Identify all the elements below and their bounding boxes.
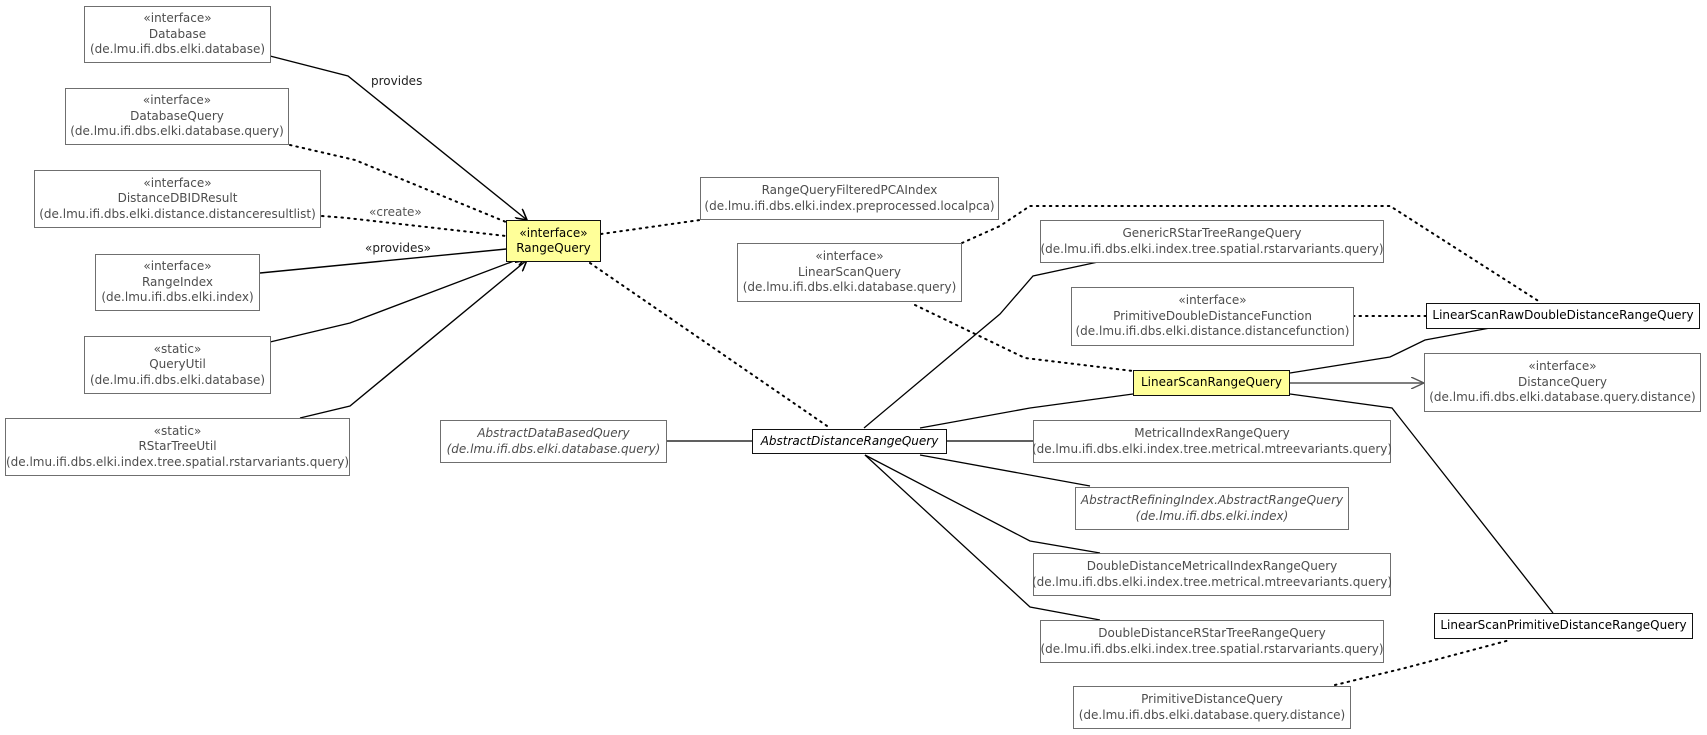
stereotype-label: «interface» xyxy=(1178,293,1247,308)
class-name: PrimitiveDoubleDistanceFunction xyxy=(1113,308,1312,323)
package-name: (de.lmu.ifi.dbs.elki.index.tree.metrical… xyxy=(1031,574,1393,589)
node-distance-query[interactable]: «interface» DistanceQuery (de.lmu.ifi.db… xyxy=(1424,353,1701,412)
class-name: AbstractDataBasedQuery xyxy=(477,426,630,440)
edge-abstractdistance-doublerstar xyxy=(864,454,1101,621)
package-name: (de.lmu.ifi.dbs.elki.index) xyxy=(1135,508,1289,523)
class-name: GenericRStarTreeRangeQuery xyxy=(1122,226,1302,240)
node-abstract-data-based-query[interactable]: AbstractDataBasedQuery (de.lmu.ifi.dbs.e… xyxy=(440,420,667,463)
class-name: AbstractRefiningIndex.AbstractRangeQuery xyxy=(1080,493,1344,507)
class-name: AbstractDistanceRangeQuery xyxy=(760,433,939,448)
package-name: (de.lmu.ifi.dbs.elki.index.tree.spatial.… xyxy=(1040,241,1384,256)
stereotype-label: «interface» xyxy=(815,249,884,264)
edge-queryutil-rangequery xyxy=(269,256,527,343)
stereotype-label: «static» xyxy=(153,423,202,438)
stereotype-label: «interface» xyxy=(143,11,212,26)
edge-abstractdistance-linearscanrange xyxy=(919,393,1134,429)
node-rstar-tree-util[interactable]: «static» RStarTreeUtil (de.lmu.ifi.dbs.e… xyxy=(5,418,350,476)
node-range-query-filtered-pca-index[interactable]: RangeQueryFilteredPCAIndex (de.lmu.ifi.d… xyxy=(700,177,999,220)
edge-rstartreeutil-rangequery xyxy=(299,260,527,419)
edge-linearscanquery-rawdouble xyxy=(961,205,1541,303)
class-name: RStarTreeUtil xyxy=(138,439,217,454)
edge-rangequery-abstractdistance xyxy=(589,262,831,429)
stereotype-label: «interface» xyxy=(143,175,212,190)
node-query-util[interactable]: «static» QueryUtil (de.lmu.ifi.dbs.elki.… xyxy=(84,336,271,394)
edge-linearscanrange-rawdouble xyxy=(1289,327,1491,374)
node-distance-dbid-result[interactable]: «interface» DistanceDBIDResult (de.lmu.i… xyxy=(34,170,321,228)
edge-primitive-primitivedistancequery xyxy=(1334,639,1511,686)
class-name: LinearScanQuery xyxy=(798,264,901,279)
edge-distancedbidresult-rangequery xyxy=(321,215,507,237)
stereotype-label: «interface» xyxy=(143,259,212,274)
package-name: (de.lmu.ifi.dbs.elki.index) xyxy=(101,290,254,305)
node-linear-scan-query[interactable]: «interface» LinearScanQuery (de.lmu.ifi.… xyxy=(737,243,962,302)
class-name: DoubleDistanceRStarTreeRangeQuery xyxy=(1098,626,1326,640)
package-name: (de.lmu.ifi.dbs.elki.index.tree.metrical… xyxy=(1031,441,1393,456)
edge-abstractdistance-refining xyxy=(919,454,1091,487)
class-name: DatabaseQuery xyxy=(130,108,224,123)
class-name: QueryUtil xyxy=(149,357,206,372)
class-name: RangeQuery xyxy=(516,241,591,255)
class-name: PrimitiveDistanceQuery xyxy=(1141,692,1283,706)
edge-label-provides: provides xyxy=(371,74,423,88)
stereotype-label: «static» xyxy=(153,341,202,356)
node-double-distance-metrical-index-range-query[interactable]: DoubleDistanceMetricalIndexRangeQuery (d… xyxy=(1031,553,1393,596)
package-name: (de.lmu.ifi.dbs.elki.database) xyxy=(89,42,266,57)
edge-linearscanrange-primitive xyxy=(1289,393,1554,614)
node-abstract-distance-range-query[interactable]: AbstractDistanceRangeQuery xyxy=(752,429,947,454)
stereotype-label: «interface» xyxy=(1528,359,1597,374)
class-name: DoubleDistanceMetricalIndexRangeQuery xyxy=(1086,559,1338,573)
node-range-query[interactable]: «interface» RangeQuery xyxy=(506,220,601,262)
node-double-distance-rstar-tree-range-query[interactable]: DoubleDistanceRStarTreeRangeQuery (de.lm… xyxy=(1040,620,1384,663)
edge-abstractdistance-doublemetrical xyxy=(864,454,1101,554)
package-name: (de.lmu.ifi.dbs.elki.database.query.dist… xyxy=(1078,707,1346,722)
class-name: LinearScanRawDoubleDistanceRangeQuery xyxy=(1432,308,1694,323)
stereotype-label: «interface» xyxy=(519,225,588,240)
class-name: RangeQueryFilteredPCAIndex xyxy=(761,183,938,197)
package-name: (de.lmu.ifi.dbs.elki.index.tree.spatial.… xyxy=(5,454,350,469)
node-linear-scan-raw-double-distance-range-query[interactable]: LinearScanRawDoubleDistanceRangeQuery xyxy=(1426,303,1700,329)
package-name: (de.lmu.ifi.dbs.elki.database.query) xyxy=(446,441,661,456)
package-name: (de.lmu.ifi.dbs.elki.index.preprocessed.… xyxy=(704,198,995,213)
edge-databasequery-rangequery xyxy=(289,144,507,223)
package-name: (de.lmu.ifi.dbs.elki.database.query) xyxy=(742,280,957,295)
node-database[interactable]: «interface» Database (de.lmu.ifi.dbs.elk… xyxy=(84,6,271,63)
node-range-index[interactable]: «interface» RangeIndex (de.lmu.ifi.dbs.e… xyxy=(95,254,260,311)
edge-rangequery-pcaindex xyxy=(600,219,701,235)
package-name: (de.lmu.ifi.dbs.elki.database.query.dist… xyxy=(1429,390,1696,405)
package-name: (de.lmu.ifi.dbs.elki.index.tree.spatial.… xyxy=(1040,641,1384,656)
package-name: (de.lmu.ifi.dbs.elki.database.query) xyxy=(70,124,284,139)
node-database-query[interactable]: «interface» DatabaseQuery (de.lmu.ifi.db… xyxy=(65,88,289,145)
node-generic-rstar-tree-range-query[interactable]: GenericRStarTreeRangeQuery (de.lmu.ifi.d… xyxy=(1040,220,1384,263)
node-abstract-refining-index-range-query[interactable]: AbstractRefiningIndex.AbstractRangeQuery… xyxy=(1075,487,1349,530)
class-name: DistanceDBIDResult xyxy=(117,191,238,206)
edge-database-rangequery xyxy=(269,55,527,220)
node-primitive-double-distance-function[interactable]: «interface» PrimitiveDoubleDistanceFunct… xyxy=(1071,287,1354,346)
class-name: LinearScanPrimitiveDistanceRangeQuery xyxy=(1440,618,1687,633)
package-name: (de.lmu.ifi.dbs.elki.distance.distancefu… xyxy=(1075,324,1350,339)
class-name: LinearScanRangeQuery xyxy=(1141,375,1282,390)
package-name: (de.lmu.ifi.dbs.elki.distance.distancere… xyxy=(39,206,316,221)
node-metrical-index-range-query[interactable]: MetricalIndexRangeQuery (de.lmu.ifi.dbs.… xyxy=(1031,420,1393,463)
class-name: MetricalIndexRangeQuery xyxy=(1134,426,1290,440)
edge-linearscanquery-linearscanrange xyxy=(914,304,1134,372)
class-name: DistanceQuery xyxy=(1518,374,1607,389)
stereotype-label: «interface» xyxy=(142,93,212,108)
edge-abstractdistance-genericrstar xyxy=(863,261,1099,429)
node-linear-scan-primitive-distance-range-query[interactable]: LinearScanPrimitiveDistanceRangeQuery xyxy=(1434,613,1693,639)
node-linear-scan-range-query[interactable]: LinearScanRangeQuery xyxy=(1133,370,1290,396)
package-name: (de.lmu.ifi.dbs.elki.database) xyxy=(89,372,266,387)
edge-label-create: «create» xyxy=(369,205,422,219)
edge-label-provides-stereo: «provides» xyxy=(365,241,431,255)
class-name: Database xyxy=(148,26,207,41)
edge-rangeindex-rangequery xyxy=(259,247,527,274)
class-name: RangeIndex xyxy=(141,274,214,289)
node-primitive-distance-query[interactable]: PrimitiveDistanceQuery (de.lmu.ifi.dbs.e… xyxy=(1073,686,1351,729)
